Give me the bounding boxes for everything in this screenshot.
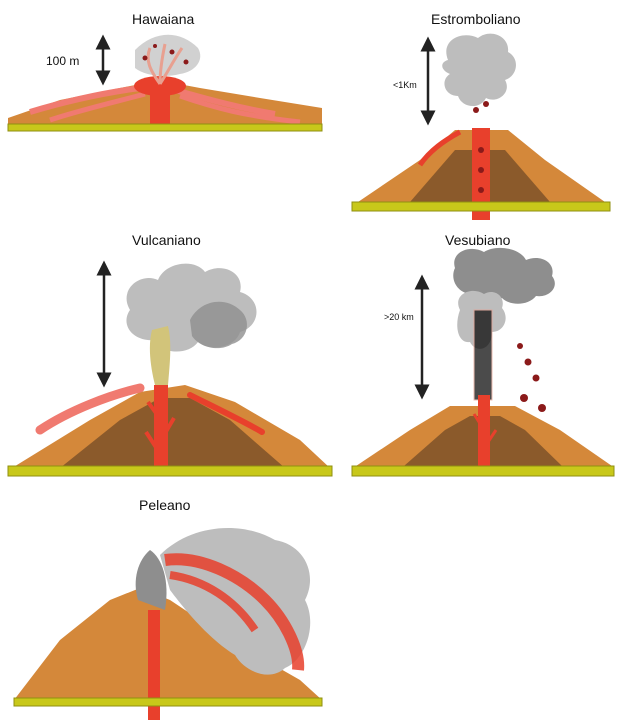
estromboliano-ground xyxy=(351,201,611,212)
panel-vesubiano xyxy=(351,247,615,477)
title-peleano: Peleano xyxy=(139,497,191,513)
title-vesubiano: Vesubiano xyxy=(445,232,511,248)
vulcaniano-volcano xyxy=(12,383,330,468)
hawaiana-volcano xyxy=(8,76,322,126)
scale-label-vesubiano: >20 km xyxy=(384,312,414,322)
panel-vulcaniano xyxy=(7,260,333,477)
estromboliano-volcano xyxy=(358,101,605,220)
panel-hawaiana xyxy=(7,34,323,132)
title-vulcaniano: Vulcaniano xyxy=(132,232,201,248)
hawaiana-fountain xyxy=(135,34,201,85)
vesubiano-plume xyxy=(453,247,555,412)
panel-estromboliano xyxy=(351,33,611,220)
vulcaniano-ground xyxy=(7,465,333,477)
scale-label-estromboliano: <1Km xyxy=(393,80,417,90)
scale-label-hawaiana: 100 m xyxy=(46,54,80,68)
panel-peleano xyxy=(13,528,323,720)
hawaiana-ground xyxy=(7,123,323,132)
peleano-volcano xyxy=(14,588,322,720)
estromboliano-plume xyxy=(442,33,516,107)
vesubiano-volcano xyxy=(356,395,612,468)
vesubiano-ground xyxy=(351,465,615,477)
peleano-ground xyxy=(13,697,323,707)
vulcaniano-plume xyxy=(126,263,257,385)
title-estromboliano: Estromboliano xyxy=(431,11,521,27)
title-hawaiana: Hawaiana xyxy=(132,11,195,27)
peleano-dome-and-flow xyxy=(135,528,311,675)
